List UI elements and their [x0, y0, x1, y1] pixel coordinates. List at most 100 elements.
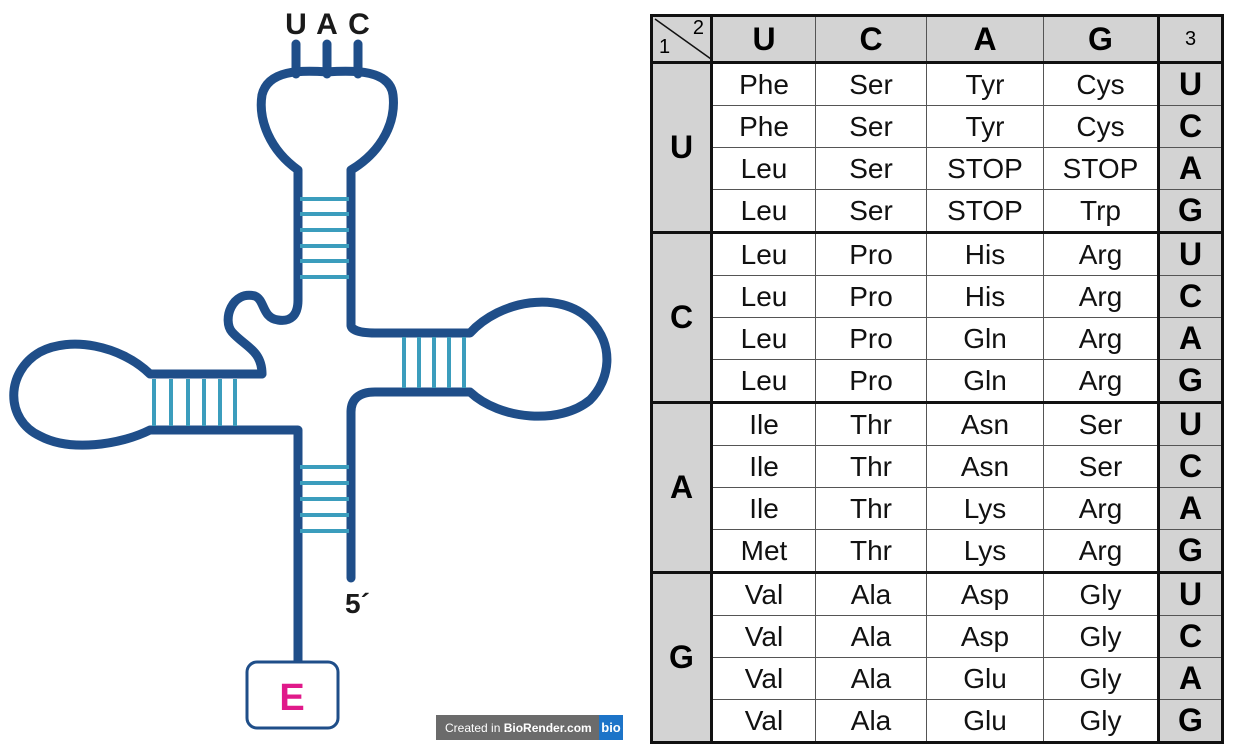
codon-cell: Asn [926, 445, 1044, 488]
codon-cell: Cys [1043, 61, 1159, 106]
codon-cell: Phe [711, 61, 816, 106]
third-base-label: U [1157, 231, 1223, 276]
codon-cell: Ser [1043, 445, 1159, 488]
second-base-header: G [1043, 15, 1159, 63]
table-row: U Phe Ser Tyr Cys U [651, 61, 1223, 233]
codon-cell: Ile [711, 445, 816, 488]
codon-cell: Arg [1043, 231, 1159, 276]
second-base-header: C [815, 15, 927, 63]
codon-cell: Thr [815, 529, 927, 573]
table-row: A Ile Thr Asn Ser U [651, 401, 1223, 573]
third-base-label: A [1157, 147, 1223, 190]
codon-cell: Ala [815, 657, 927, 700]
first-base-label: A [651, 401, 713, 573]
codon-cell: Gly [1043, 571, 1159, 616]
credit-brand: BioRender.com [503, 720, 592, 735]
codon-cell: Leu [711, 231, 816, 276]
codon-cell: STOP [926, 147, 1044, 190]
codon-cell: Ser [815, 189, 927, 233]
table-row: Phe Ser Tyr Cys C [652, 105, 1223, 148]
codon-cell: His [926, 231, 1044, 276]
codon-cell: Ala [815, 571, 927, 616]
amino-acid-box [245, 660, 340, 730]
first-base-label: U [651, 61, 713, 233]
table-row: C Leu Pro His Arg U [651, 231, 1223, 403]
codon-cell: STOP [926, 189, 1044, 233]
table-row: Val Ala Glu Gly A [652, 657, 1223, 700]
third-base-label: C [1157, 105, 1223, 148]
codon-cell: Tyr [926, 61, 1044, 106]
base-pairs [152, 197, 466, 533]
table-row: Ile Thr Asn Ser C [652, 445, 1223, 488]
variable-loop [223, 290, 303, 379]
third-base-label: G [1157, 529, 1223, 573]
codon-cell: Ser [815, 147, 927, 190]
codon-cell: Gly [1043, 615, 1159, 658]
table-row: Met Thr Lys Arg G [652, 529, 1223, 573]
codon-cell: Asn [926, 401, 1044, 446]
anticodon-loop [256, 66, 398, 187]
codon-cell: Val [711, 615, 816, 658]
codon-cell: Leu [711, 275, 816, 318]
biorender-logo-icon: bio [599, 715, 623, 740]
anticodon-letter-3: C [348, 8, 370, 41]
codon-cell: Gly [1043, 699, 1159, 743]
codon-cell: Ser [815, 105, 927, 148]
trna-diagram: U A C 5´ E [9, 8, 612, 730]
codon-cell: Lys [926, 529, 1044, 573]
codon-cell: Ser [815, 61, 927, 106]
first-base-label: C [651, 231, 713, 403]
codon-cell: Leu [711, 359, 816, 403]
third-base-label: U [1157, 61, 1223, 106]
codon-cell: Trp [1043, 189, 1159, 233]
third-base-label: A [1157, 487, 1223, 530]
corner-header: 1 2 [651, 15, 713, 63]
table-row: Ile Thr Lys Arg A [652, 487, 1223, 530]
codon-cell: Glu [926, 657, 1044, 700]
codon-cell: Tyr [926, 105, 1044, 148]
codon-cell: Arg [1043, 529, 1159, 573]
codon-cell: Glu [926, 699, 1044, 743]
third-base-label: A [1157, 317, 1223, 360]
codon-cell: Cys [1043, 105, 1159, 148]
third-base-label: G [1157, 359, 1223, 403]
anticodon-letter-2: A [316, 8, 338, 41]
corner-diagonal-icon [654, 18, 712, 60]
third-base-header: 3 [1157, 15, 1223, 63]
codon-cell: Met [711, 529, 816, 573]
third-base-label: U [1157, 571, 1223, 616]
credit-text: Created in BioRender.com [436, 721, 592, 735]
biorender-credit: Created in BioRender.com bio [436, 715, 623, 740]
codon-cell: Gly [1043, 657, 1159, 700]
third-base-label: U [1157, 401, 1223, 446]
third-base-label: G [1157, 189, 1223, 233]
codon-cell: Val [711, 571, 816, 616]
codon-cell: Thr [815, 401, 927, 446]
codon-cell: Pro [815, 359, 927, 403]
right-arm [346, 297, 612, 421]
credit-prefix: Created in [445, 720, 504, 735]
table-row: Leu Ser STOP Trp G [652, 189, 1223, 233]
table-row: Leu Pro Gln Arg G [652, 359, 1223, 403]
table-row: Leu Ser STOP STOP A [652, 147, 1223, 190]
codon-cell: Leu [711, 317, 816, 360]
table-row: Val Ala Asp Gly C [652, 615, 1223, 658]
third-base-label: C [1157, 275, 1223, 318]
third-base-label: A [1157, 657, 1223, 700]
codon-cell: Ser [1043, 401, 1159, 446]
codon-cell: Ala [815, 699, 927, 743]
codon-cell: Val [711, 699, 816, 743]
table-row: Leu Pro Gln Arg A [652, 317, 1223, 360]
codon-cell: Val [711, 657, 816, 700]
codon-cell: Ala [815, 615, 927, 658]
corner-second-label: 2 [692, 17, 704, 39]
codon-cell: Lys [926, 487, 1044, 530]
second-base-header: A [926, 15, 1044, 63]
table-row: G Val Ala Asp Gly U [651, 571, 1223, 743]
codon-cell: Thr [815, 487, 927, 530]
codon-cell: Ile [711, 401, 816, 446]
codon-cell: Leu [711, 189, 816, 233]
first-base-label: G [651, 571, 713, 743]
codon-cell: Arg [1043, 275, 1159, 318]
codon-table: 1 2 U C A G 3 U Phe Ser Tyr Cys U Phe Se… [650, 14, 1224, 744]
